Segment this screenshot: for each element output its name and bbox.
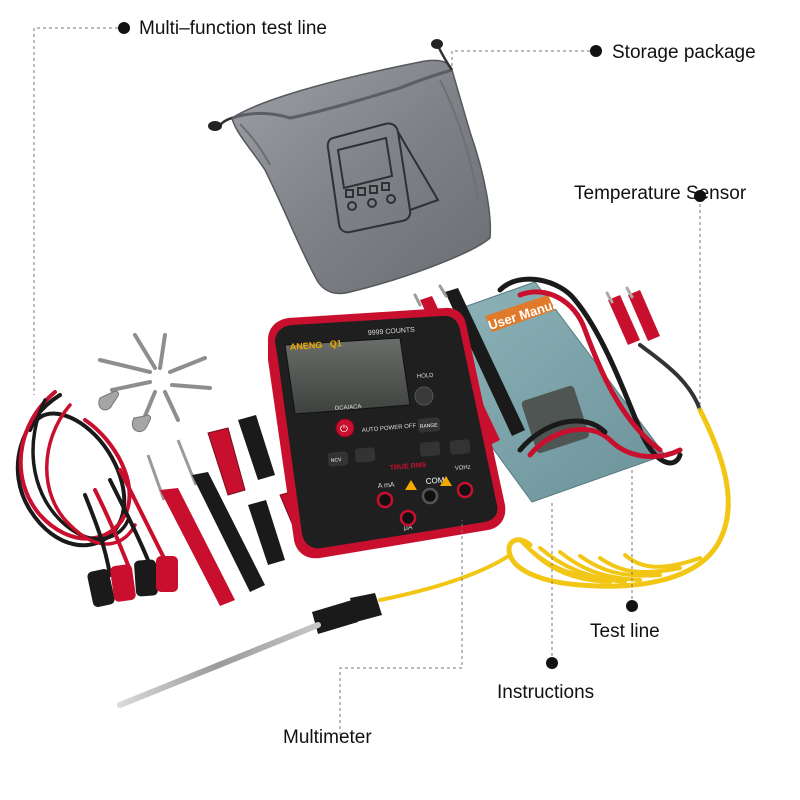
warning-triangle-icon [405, 480, 417, 490]
probe-tip-set [98, 333, 212, 430]
dot-multi-function [118, 22, 130, 34]
jack-com[interactable] [421, 487, 439, 505]
model-label: Q1 [329, 338, 342, 349]
v-ohm-label: VΩHz [455, 465, 471, 472]
jack-a[interactable] [376, 491, 394, 509]
callout-test-line: Test line [590, 621, 660, 642]
cord-stopper-left [208, 121, 222, 131]
power-icon: ⏻ [340, 424, 348, 435]
probe-pen-red [146, 454, 235, 606]
range-label: RANGE [420, 422, 439, 430]
function-button-2[interactable] [419, 441, 441, 457]
lcd-screen [284, 337, 411, 415]
callout-multimeter: Multimeter [283, 727, 372, 748]
multimeter: ANENG Q1 9999 COUNTS HOLD DCA/ACA AUTO P… [268, 307, 506, 559]
hold-label: HOLD [417, 373, 435, 380]
function-button-1[interactable] [354, 447, 376, 463]
dot-instructions [546, 657, 558, 669]
dot-temperature [694, 190, 706, 202]
storage-bag [208, 39, 492, 295]
dc-ac-label: DCA/ACA [335, 404, 362, 412]
select-knob[interactable] [414, 386, 434, 406]
true-rms-label: TRUE RMS [390, 462, 427, 472]
callout-dots [118, 22, 706, 669]
callout-instructions: Instructions [497, 682, 595, 703]
auto-power-off-label: AUTO POWER OFF [362, 423, 417, 434]
jack-ua[interactable] [399, 509, 417, 527]
multi-function-test-line [15, 390, 178, 607]
jack-v[interactable] [456, 481, 474, 499]
range-button[interactable] [417, 417, 441, 433]
callout-leaders [33, 27, 701, 735]
power-button[interactable] [335, 418, 355, 438]
com-label: COM [425, 475, 445, 486]
brand-label: ANENG [289, 340, 322, 352]
ncv-button[interactable] [327, 451, 349, 467]
dot-test-line [626, 600, 638, 612]
function-button-3[interactable] [449, 439, 471, 455]
a-ma-label: A mA [378, 482, 396, 490]
ncv-label: NCV [331, 457, 343, 464]
cord-stopper-right [431, 39, 443, 49]
callout-temperature-sensor: Temperature Sensor [574, 183, 747, 204]
counts-label: 9999 COUNTS [368, 327, 416, 337]
spade-fork-left [98, 390, 119, 411]
callout-multi-function-test-line: Multi–function test line [139, 18, 327, 39]
ua-label: μA [404, 524, 414, 532]
warning-triangle-icon-2 [440, 476, 452, 486]
spade-fork-right [132, 414, 151, 433]
probe-pen-black [176, 439, 265, 592]
callout-storage-package: Storage package [612, 42, 756, 63]
bag-multimeter-print [326, 122, 440, 234]
dot-storage [590, 45, 602, 57]
